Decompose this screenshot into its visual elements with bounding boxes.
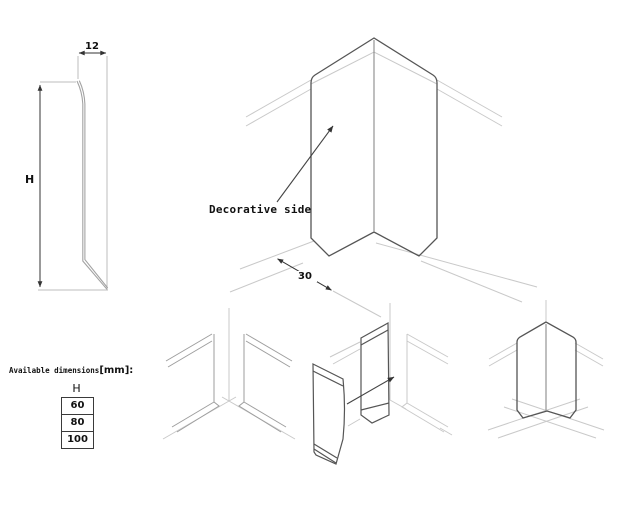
insertion-direction-arrow <box>346 376 395 405</box>
wall-floor-lines <box>229 51 538 318</box>
decorative-side-leader-arrow <box>276 125 334 203</box>
wall-floor-lines <box>329 307 453 436</box>
extension-lines <box>38 56 108 291</box>
corner-piece-outline <box>310 37 438 257</box>
installed-corner-piece <box>516 321 577 419</box>
table-row: 60 <box>70 400 85 411</box>
corner-piece-parts <box>312 321 390 465</box>
skirting-boards <box>165 333 293 433</box>
wall-floor-lines <box>162 308 296 440</box>
width-dimension-label: 12 <box>85 41 99 52</box>
availability-unit: [mm]: <box>99 365 134 376</box>
decorative-side-label: Decorative side <box>209 203 312 216</box>
corner-piece-isometric-drawing <box>229 37 538 318</box>
profile-cross-section-drawing <box>37 50 109 291</box>
step-bare-corner-drawing <box>162 308 296 440</box>
table-column-header: H <box>72 382 81 395</box>
dimension-lines <box>37 50 107 288</box>
table-row: 100 <box>62 431 93 448</box>
availability-caption: Available dimensions[mm]: <box>9 365 133 376</box>
step-insertion-drawing <box>312 307 453 465</box>
available-dimensions-table: 60 80 100 <box>61 397 94 449</box>
step-installed-drawing <box>487 300 605 439</box>
height-dimension-label: H <box>25 173 35 186</box>
availability-caption-text: Available dimensions <box>9 366 100 375</box>
table-row: 80 <box>62 414 93 431</box>
skirting-profile-outline <box>76 80 109 290</box>
leg-dimension-label: 30 <box>293 271 317 282</box>
